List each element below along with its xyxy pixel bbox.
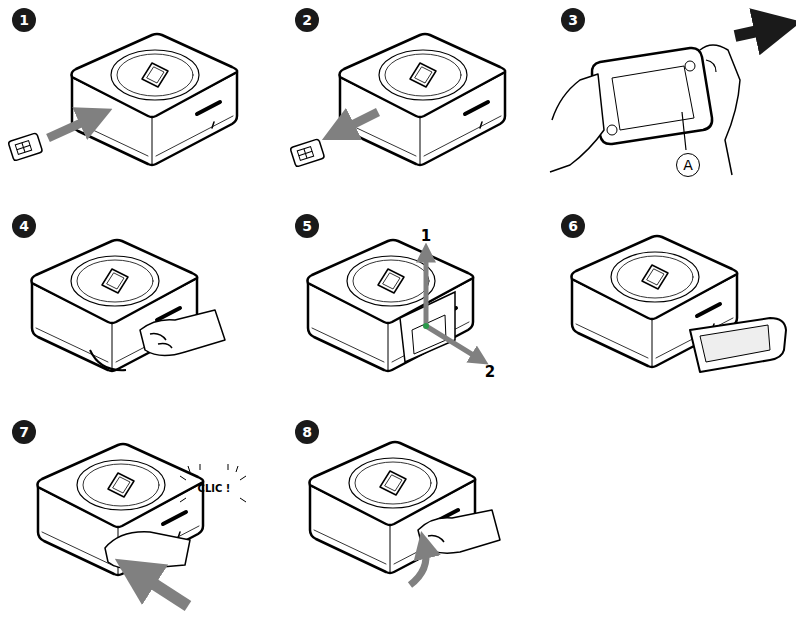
- step-number: 4: [12, 214, 36, 238]
- step-label: 8: [302, 425, 312, 439]
- step-label: 3: [568, 13, 578, 27]
- step-number: 7: [12, 420, 36, 444]
- step-number: 6: [561, 214, 585, 238]
- step-label: 5: [302, 219, 312, 233]
- step-label: A: [683, 158, 693, 172]
- step-number: 8: [295, 420, 319, 444]
- step-label: 1: [19, 13, 29, 27]
- step-label: 4: [19, 219, 29, 233]
- arrow-number: 2: [485, 365, 495, 380]
- step-number: 3: [561, 8, 585, 32]
- step-number: 2: [295, 8, 319, 32]
- arrow-number: 1: [421, 229, 431, 244]
- sound-text: CLIC !: [198, 484, 231, 494]
- callout-circle: A: [676, 153, 700, 177]
- step-label: 7: [19, 425, 29, 439]
- step-number: 5: [295, 214, 319, 238]
- step-number: 1: [12, 8, 36, 32]
- step-label: 6: [568, 219, 578, 233]
- step-label: 2: [302, 13, 312, 27]
